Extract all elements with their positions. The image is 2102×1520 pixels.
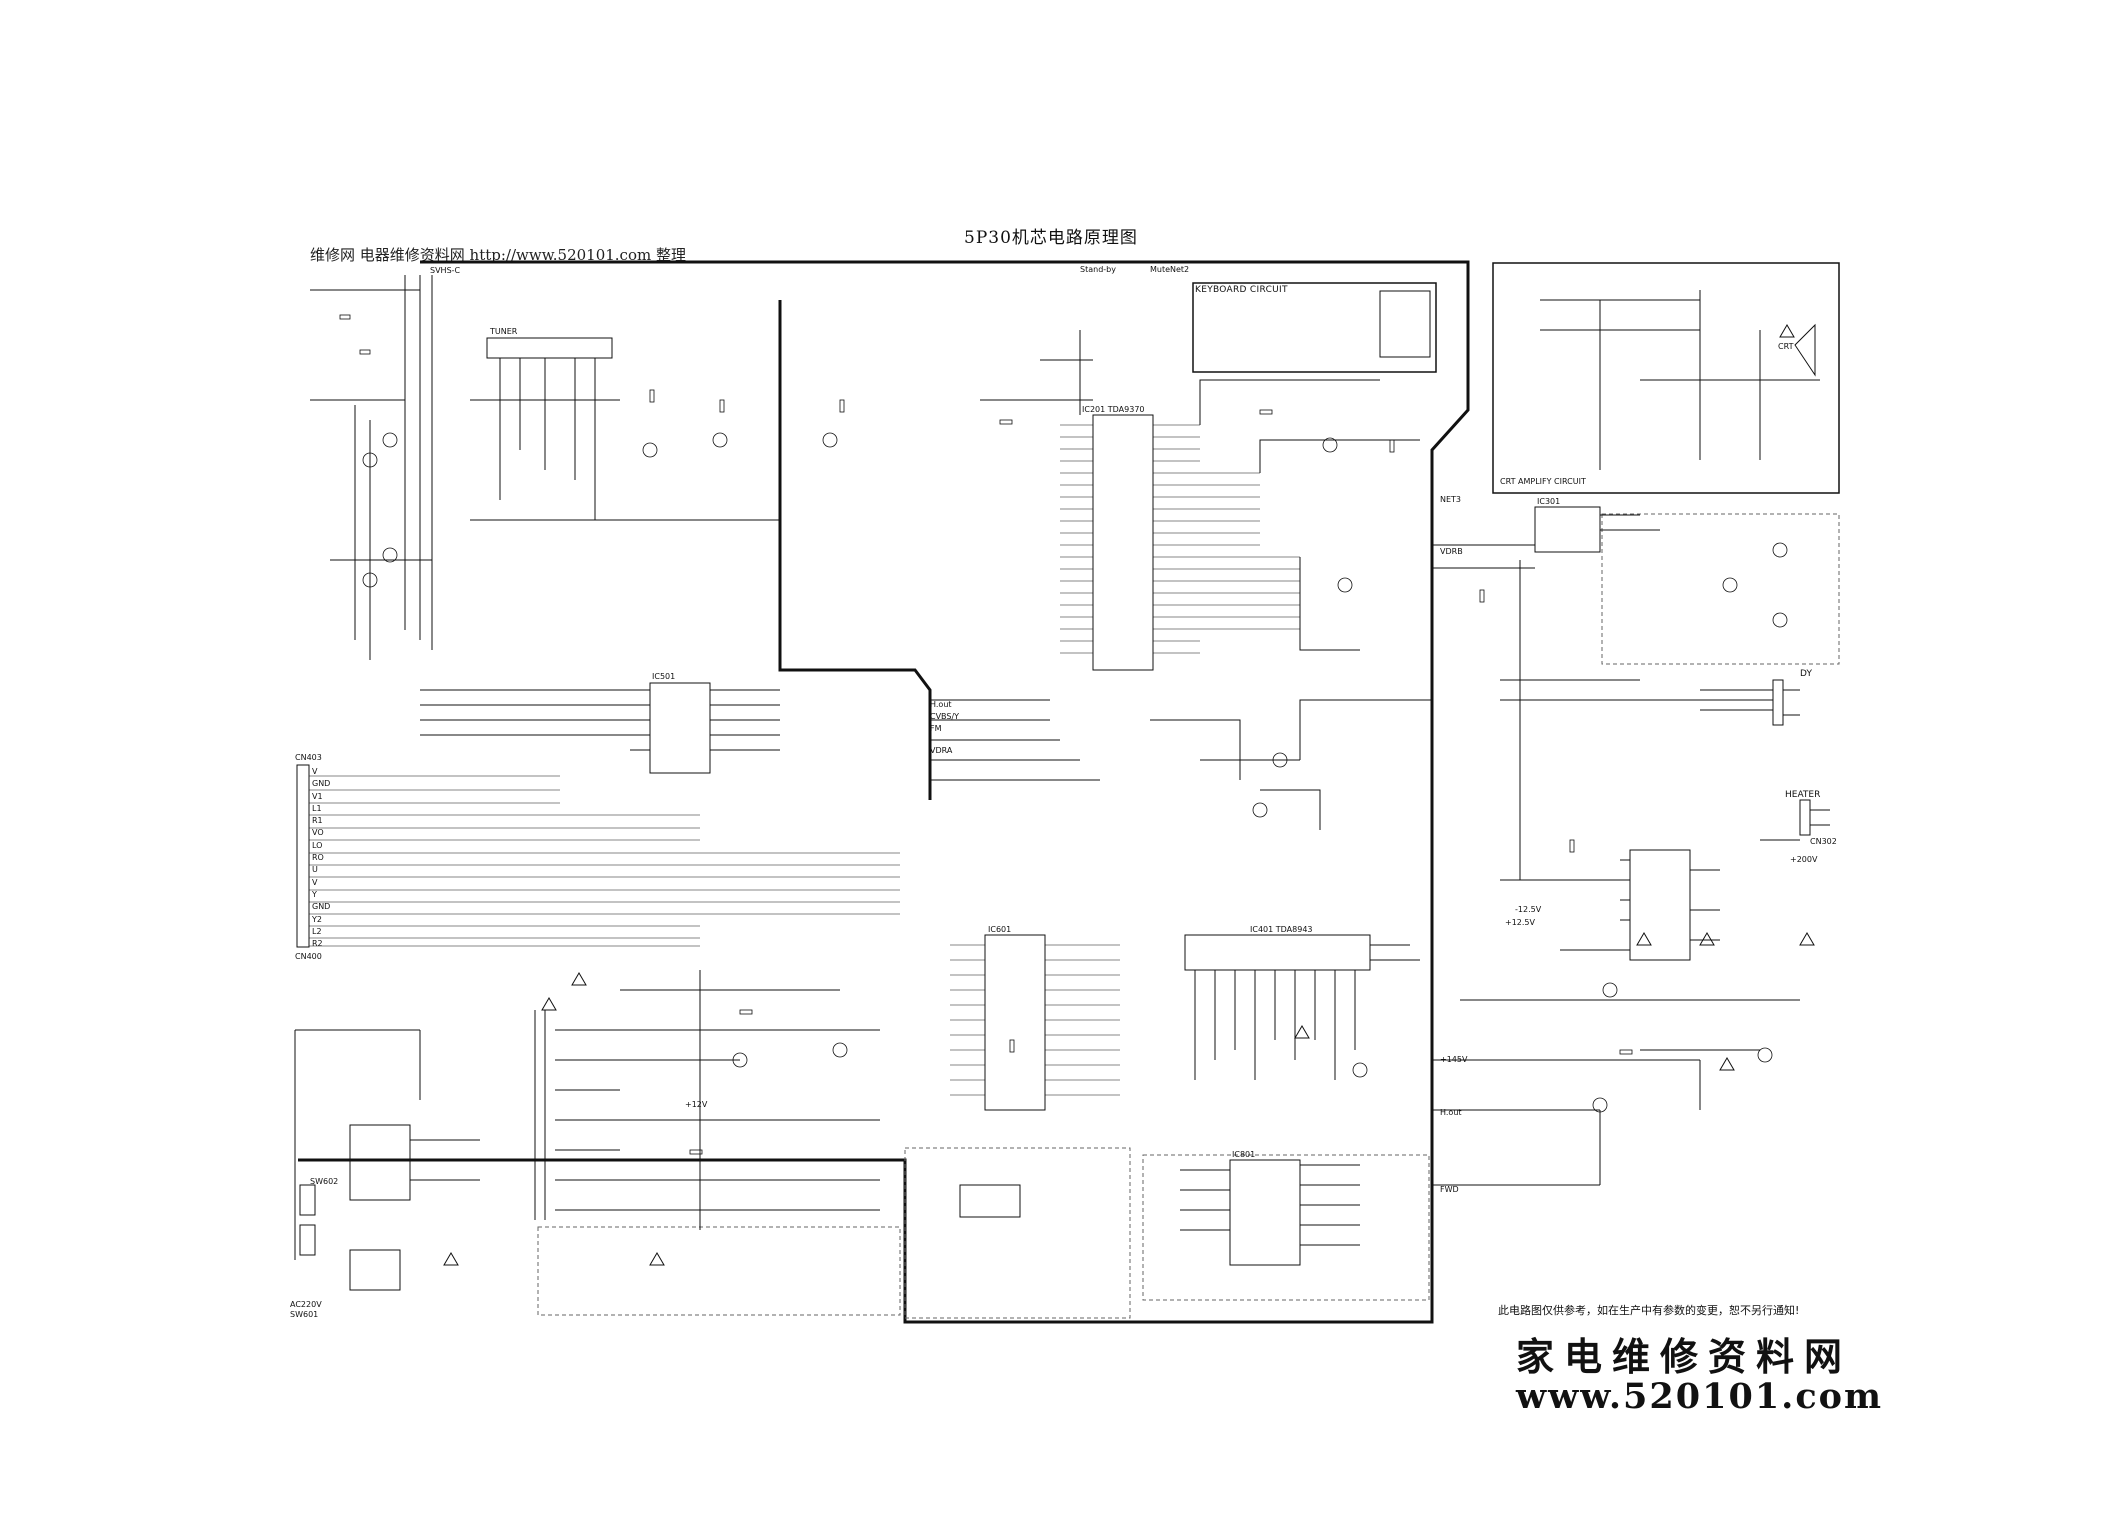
- net-net3: NET3: [1440, 495, 1462, 504]
- ic301-label: IC301: [1537, 497, 1561, 506]
- pin-label: GND: [312, 779, 331, 789]
- pin-label: Y: [312, 889, 317, 899]
- net-standby: Stand-by: [1080, 265, 1116, 274]
- net-fm: FM: [930, 724, 942, 733]
- brand-name: 家电维修资料网: [1516, 1334, 1853, 1379]
- ic801-label: IC801: [1232, 1150, 1256, 1159]
- cn403-block: [296, 764, 310, 948]
- pin-label: Y2: [312, 914, 322, 924]
- ic801-box: [1229, 1159, 1301, 1266]
- ic201-box: [1092, 414, 1154, 671]
- page-title: 5P30机芯电路原理图: [964, 228, 1138, 248]
- net-200v: +200V: [1790, 855, 1818, 864]
- crt-amp-label: CRT AMPLIFY CIRCUIT: [1500, 477, 1586, 486]
- dy-label: DY: [1800, 669, 1812, 679]
- pin-label: LO: [312, 840, 323, 850]
- pin-label: V: [312, 767, 318, 776]
- keyboard-label: KEYBOARD CIRCUIT: [1195, 285, 1288, 295]
- pin-label: V1: [312, 791, 323, 801]
- sw601-label: SW601: [290, 1310, 319, 1319]
- net-12-5v: +12.5V: [1505, 918, 1535, 927]
- tuner-label: TUNER: [490, 327, 518, 336]
- main-frame: [298, 260, 1470, 1324]
- ic501-label: IC501: [652, 672, 676, 681]
- net-fwd: FWD: [1440, 1185, 1459, 1194]
- pin-label: V: [312, 877, 318, 887]
- net-hout: H.out: [930, 700, 952, 709]
- net-cvbs: CVBS/Y: [930, 712, 960, 721]
- cn403-label: CN403: [295, 753, 322, 762]
- ic401-box: [1184, 934, 1371, 971]
- ic601-label: IC601: [988, 925, 1012, 934]
- net-vdrb: VDRB: [1440, 547, 1463, 556]
- cn403-pin-list: V GND V1 L1 R1 VO LO RO U V Y GND Y2 L2 …: [312, 766, 330, 950]
- pin-label: L2: [312, 926, 322, 936]
- ic601-box: [984, 934, 1046, 1111]
- ac-label: AC220V: [290, 1300, 322, 1309]
- pin-label: GND: [312, 902, 331, 912]
- pin-label: VO: [312, 828, 324, 838]
- pin-label: R2: [312, 939, 323, 949]
- ic201-label: IC201 TDA9370: [1082, 405, 1145, 414]
- net-svhs: SVHS-C: [430, 266, 461, 275]
- ic401-label: IC401 TDA8943: [1250, 925, 1313, 934]
- pin-label: L1: [312, 803, 322, 813]
- ic301-box: [1534, 506, 1601, 553]
- pin-label: RO: [312, 853, 324, 863]
- net-mute: Mute: [1150, 265, 1171, 274]
- crt-label: CRT: [1778, 342, 1794, 351]
- disclaimer-note: 此电路图仅供参考，如在生产中有参数的变更，恕不另行通知!: [1498, 1304, 1800, 1317]
- pin-label: U: [312, 865, 318, 875]
- net-hout-2: H.out: [1440, 1108, 1462, 1117]
- net-vdra: VDRA: [930, 746, 953, 755]
- sw602-label: SW602: [310, 1177, 339, 1186]
- brand-url: www.520101.com: [1516, 1376, 1884, 1417]
- pin-label: R1: [312, 816, 323, 826]
- top-watermark: 维修网 电器维修资料网 http://www.520101.com 整理: [310, 246, 686, 264]
- heater-label: HEATER: [1785, 790, 1821, 800]
- crt-amp-box: [1492, 262, 1840, 494]
- net-m12-5v: -12.5V: [1515, 905, 1542, 914]
- net-net2: Net2: [1170, 265, 1190, 274]
- power-ic-box: [349, 1124, 411, 1201]
- cn400-label: CN400: [295, 952, 322, 961]
- tuner-box: [486, 337, 613, 359]
- ic501-box: [649, 682, 711, 774]
- net-12v: +12V: [685, 1100, 708, 1109]
- cn302-label: CN302: [1810, 837, 1837, 846]
- keyboard-box: [1192, 282, 1437, 373]
- net-145v: +145V: [1440, 1055, 1468, 1064]
